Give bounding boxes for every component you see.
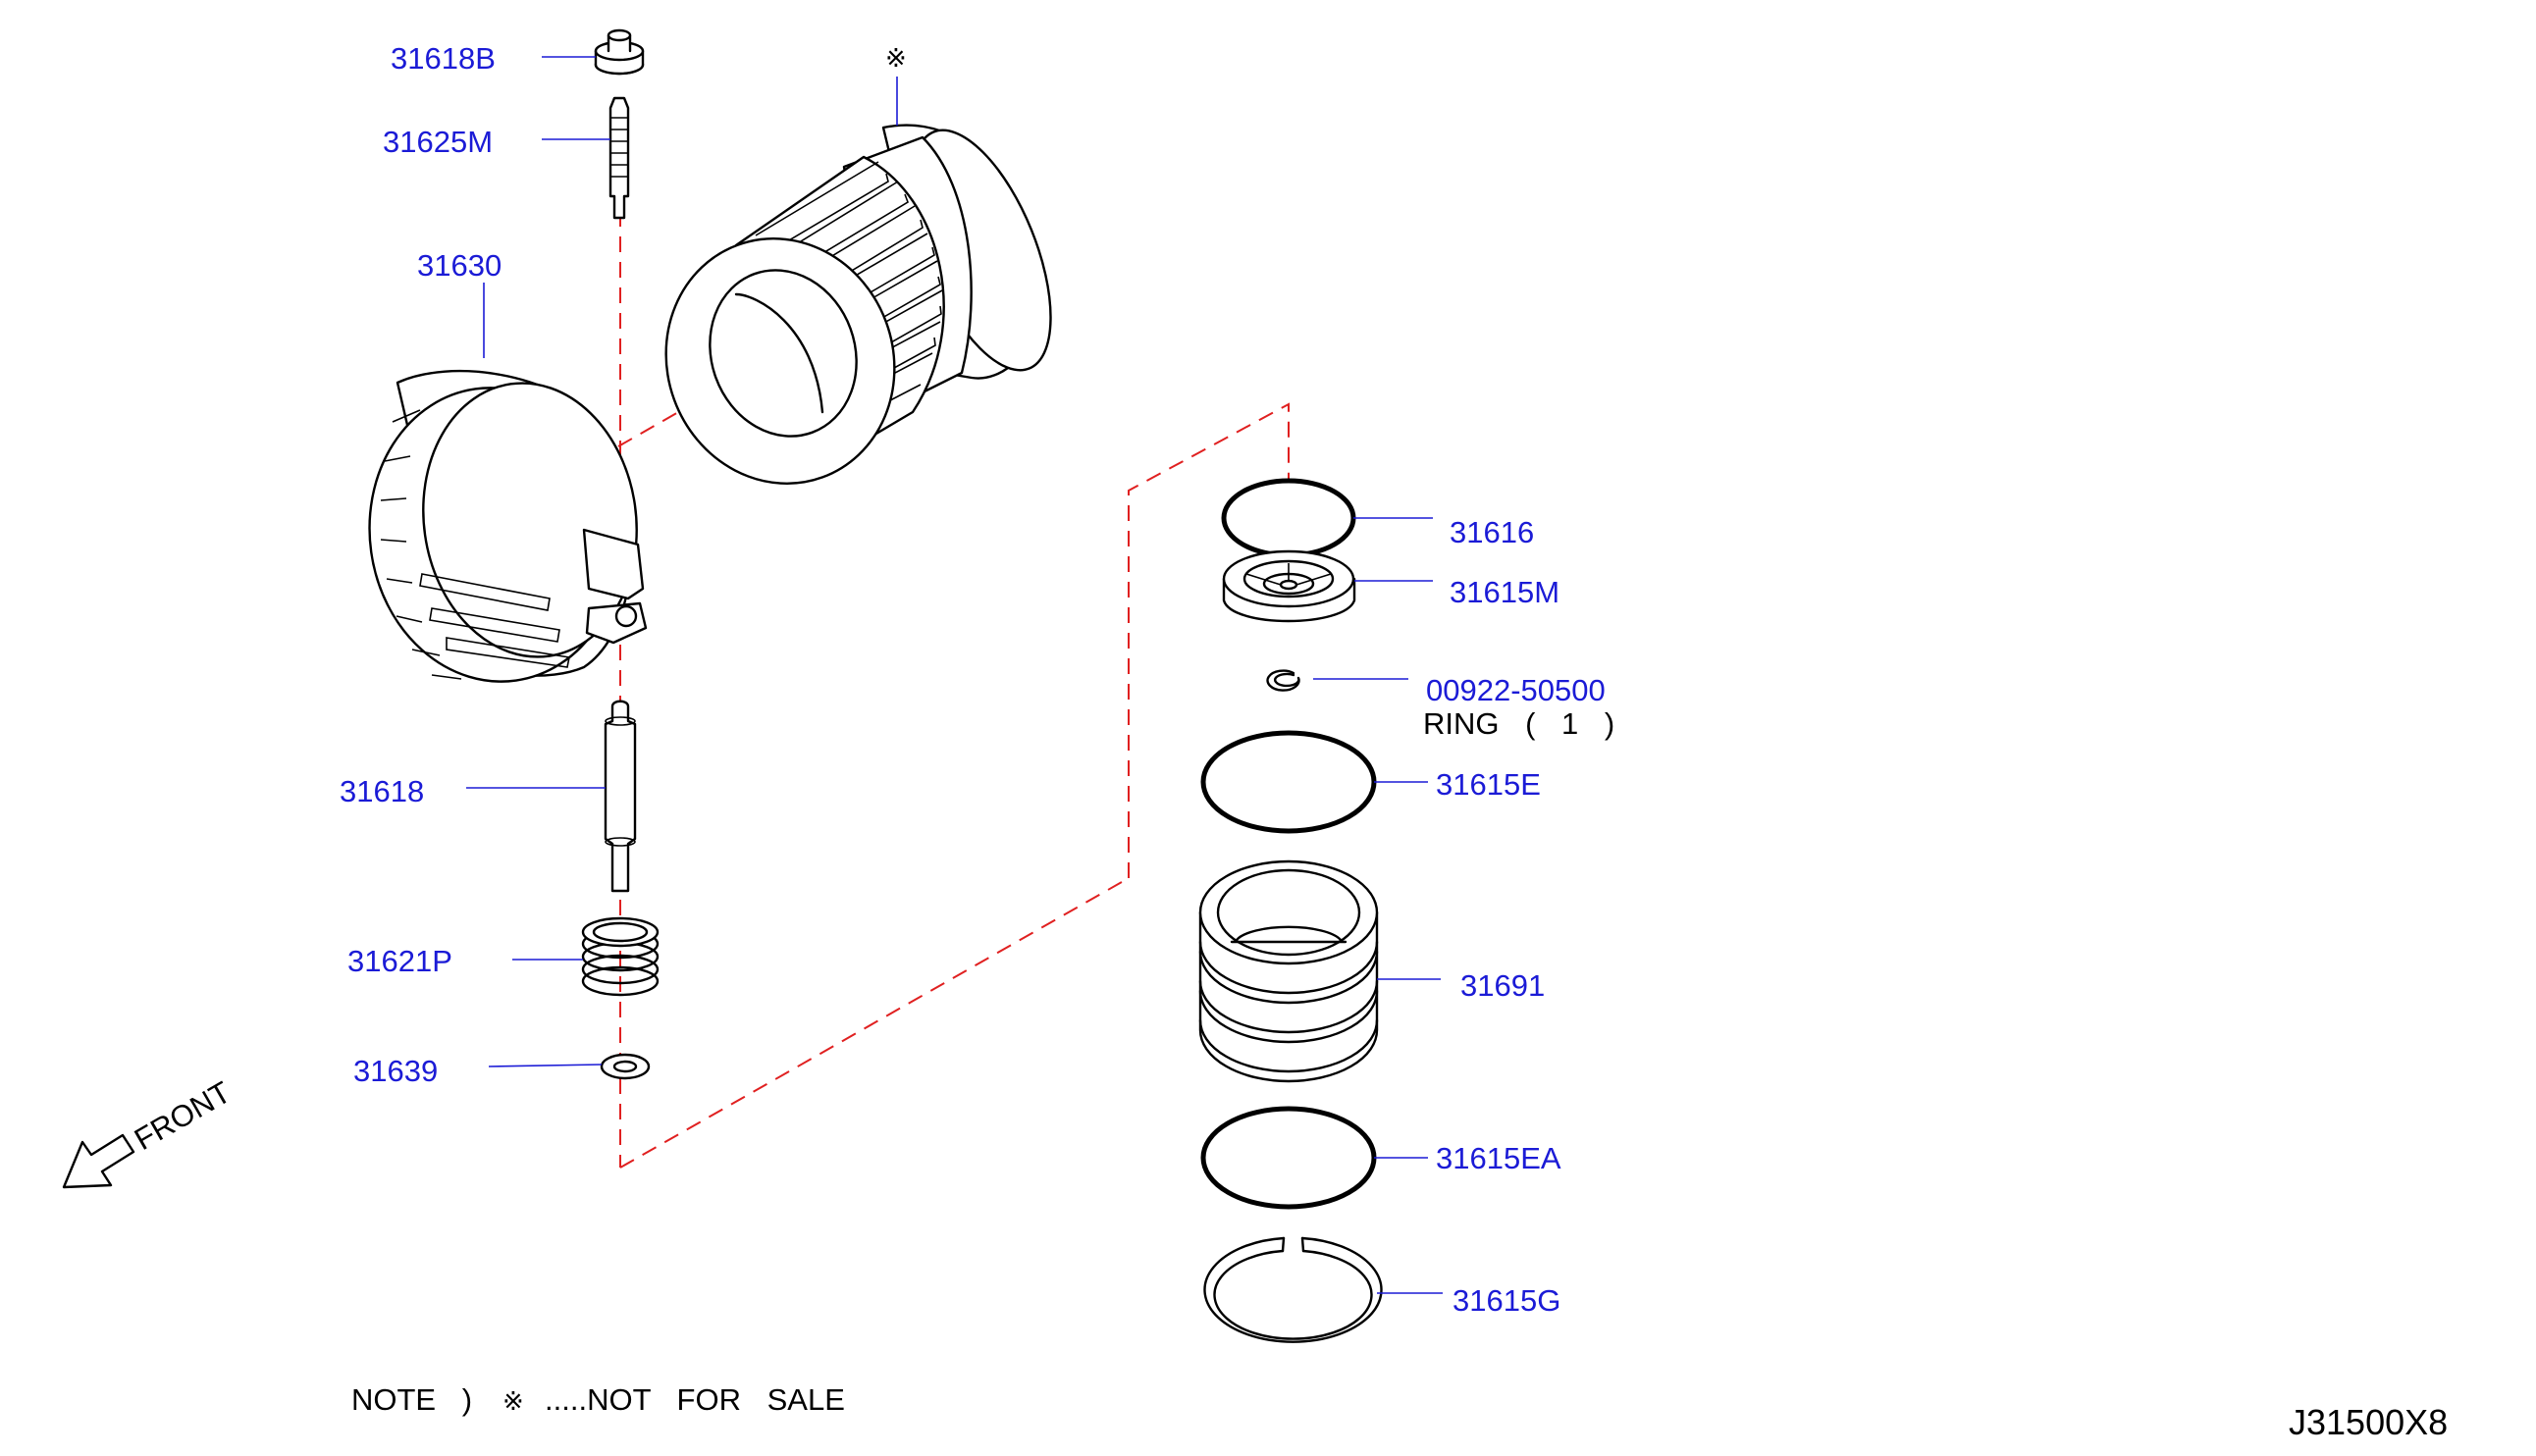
part-31615G-snap-ring[interactable]: [1203, 1236, 1383, 1343]
part-label-31616[interactable]: 31616: [1450, 515, 1534, 549]
part-label-31618[interactable]: 31618: [340, 774, 424, 808]
part-label-31615M[interactable]: 31615M: [1450, 575, 1559, 609]
part-label-31625M[interactable]: 31625M: [383, 125, 493, 159]
part-31615M-retainer[interactable]: [1222, 549, 1356, 623]
brake-band-slots: [380, 409, 570, 680]
clutch-drum-assembly: [664, 124, 1052, 485]
part-label-31615EA[interactable]: 31615EA: [1436, 1141, 1561, 1175]
part-31630-brake-band[interactable]: [350, 369, 654, 698]
part-31615EA-seal-ring[interactable]: [1200, 1106, 1377, 1210]
note-text: .....NOT FOR SALE: [545, 1382, 845, 1417]
part-31615E-seal-ring[interactable]: [1200, 730, 1377, 834]
ring-quantity-label: RING ( 1 ): [1423, 706, 1614, 741]
part-label-31639[interactable]: 31639: [353, 1054, 438, 1088]
front-arrow-icon: [62, 1133, 135, 1189]
note-prefix: NOTE ): [351, 1382, 472, 1417]
part-label-31615E[interactable]: 31615E: [1436, 767, 1541, 802]
part-31618B-nut[interactable]: [594, 28, 645, 76]
front-arrow-label: FRONT: [129, 1074, 237, 1157]
part-31639-washer[interactable]: [600, 1053, 651, 1080]
part-label-00922-50500[interactable]: 00922-50500: [1426, 673, 1606, 707]
leader-lines: [466, 56, 1443, 1294]
diagram-code: J31500X8: [2289, 1402, 2448, 1442]
part-label-31621P[interactable]: 31621P: [347, 944, 452, 978]
part-00922-50500-ring[interactable]: [1266, 669, 1300, 692]
part-31618-piston-rod[interactable]: [604, 700, 637, 893]
note-symbol: ※: [502, 1386, 524, 1416]
part-31621P-spring[interactable]: [581, 916, 660, 997]
part-31625M-stud[interactable]: [608, 96, 630, 220]
part-31691-piston[interactable]: [1198, 859, 1379, 1083]
part-label-31618B[interactable]: 31618B: [391, 41, 496, 76]
part-label-31630[interactable]: 31630: [417, 248, 502, 283]
part-31616-seal-ring[interactable]: [1221, 478, 1356, 558]
part-label-31615G[interactable]: 31615G: [1453, 1283, 1560, 1318]
part-label-31691[interactable]: 31691: [1460, 968, 1545, 1003]
not-for-sale-marker: ※: [885, 43, 907, 73]
